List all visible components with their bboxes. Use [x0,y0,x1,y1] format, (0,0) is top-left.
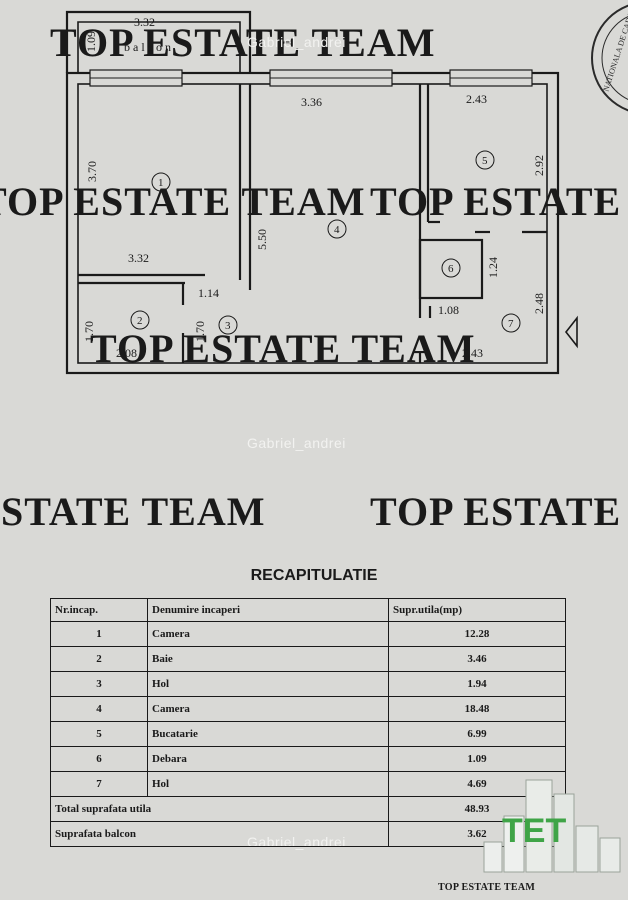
balcony-area-label: Suprafata balcon [50,821,389,847]
room-area: 3.46 [388,646,566,672]
closet-wall [418,238,484,300]
watermark-brand: TOP ESTATE TEAM [370,179,628,224]
room-number: 2 [137,315,143,327]
watermark-author: Gabriel_andrei [247,34,346,50]
dim-bath-width: 2.08 [116,346,137,360]
room-name: Camera [147,621,389,647]
balcony-label: balcon [124,40,174,54]
table-row: 5 Bucatarie 6.99 [50,721,566,747]
room-number: 4 [334,224,340,236]
watermark-brand: TOP ESTATE TEAM [50,20,436,65]
dim-balcony-height: 1.09 [84,31,98,52]
room-nr: 1 [50,621,148,647]
room-nr: 4 [50,696,148,722]
room-nr: 6 [50,746,148,772]
column-header: Denumire incaperi [147,598,389,622]
dim-room1-width: 3.32 [128,251,149,265]
logo-text: TOP ESTATE TEAM [438,882,536,893]
room-number: 1 [158,177,164,189]
watermark-brand: TOP ESTATE TEAM [0,489,266,534]
room-name: Debara [147,746,389,772]
room-number: 7 [508,318,514,330]
table-row: 4 Camera 18.48 [50,696,566,722]
watermark-brand: TOP ESTATE TEAM [370,489,628,534]
room-area: 1.09 [388,746,566,772]
top-estate-team-logo: TET [483,779,621,873]
table-row: 2 Baie 3.46 [50,646,566,672]
entrance-arrow-icon [564,315,578,349]
room-number: 6 [448,263,454,275]
dim-room6-height: 1.24 [486,257,500,278]
room-area: 1.94 [388,671,566,697]
room-number: 5 [482,155,488,167]
room-area: 6.99 [388,721,566,747]
table-row: 6 Debara 1.09 [50,746,566,772]
dim-room4-height: 5.50 [255,229,269,250]
balcony-inner-wall [77,21,241,73]
table-header-row: Nr.incap. Denumire incaperi Supr.utila(m… [50,598,566,622]
watermark-author: Gabriel_andrei [247,435,346,451]
room-area: 18.48 [388,696,566,722]
logo-mark: TET [502,812,566,850]
room-nr: 7 [50,771,148,797]
room-number: 3 [225,320,231,332]
dim-room4-top: 3.36 [301,95,322,109]
watermark-brand: TOP ESTATE TEAM [0,179,366,224]
room-name: Hol [147,671,389,697]
balcony-wall [65,10,252,73]
watermark-brand: TOP ESTATE TEAM [90,326,476,371]
room-name: Hol [147,771,389,797]
dim-room6-width: 1.08 [438,303,459,317]
room-nr: 2 [50,646,148,672]
dim-hall3-height: 1.70 [193,321,207,342]
column-header: Nr.incap. [50,598,148,622]
room-name: Baie [147,646,389,672]
dim-bath-height: 1.70 [82,321,96,342]
total-label: Total suprafata utila [50,796,389,822]
dim-room1-height: 3.70 [85,161,99,182]
table-row: 1 Camera 12.28 [50,621,566,647]
room-name: Bucatarie [147,721,389,747]
dim-room7-height: 2.48 [532,293,546,314]
table-row: 3 Hol 1.94 [50,671,566,697]
column-header: Supr.utila(mp) [388,598,566,622]
dim-balcony-width: 3.32 [134,15,155,29]
dim-room5-top: 2.43 [466,92,487,106]
cadastre-stamp: NATIONALA DE CADASTRU [591,0,628,112]
room-area: 12.28 [388,621,566,647]
room-nr: 5 [50,721,148,747]
room-nr: 3 [50,671,148,697]
dim-room7-width: 2.43 [462,346,483,360]
floor-plan: TOP ESTATE TEAM TOP ESTATE TEAM TOP ESTA… [0,10,628,534]
dim-hall3-width: 1.14 [198,286,219,300]
recap-title: RECAPITULATIE [250,567,378,584]
room-name: Camera [147,696,389,722]
dim-room5-height: 2.92 [532,155,546,176]
